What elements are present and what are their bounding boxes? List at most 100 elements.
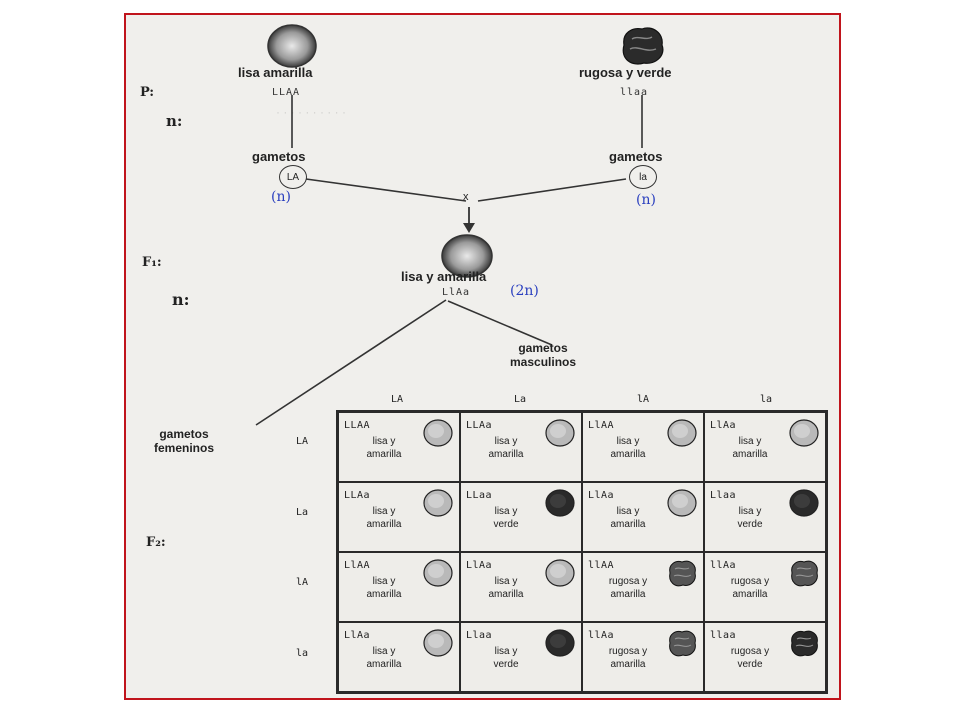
punnett-cell: LlAa lisa y amarilla [460,552,582,622]
parent-left-phenotype: lisa amarilla [238,65,313,80]
cell-genotype: llAA [588,560,615,571]
cell-phenotype: lisa y amarilla [488,576,524,600]
cell-genotype: LlAa [588,490,615,501]
cell-genotype: llAa [710,560,737,571]
punnett-row-header: lA [296,577,309,588]
gametes-right-label: gametos [609,149,663,164]
smooth-yellow-pea-icon [422,488,454,518]
punnett-cell: LLAa lisa y amarilla [338,482,460,552]
punnett-cell: LlAa lisa y amarilla [338,622,460,692]
cell-phenotype: rugosa y verde [730,646,770,670]
punnett-col-header: La [514,394,527,405]
cell-genotype: Llaa [710,490,737,501]
cell-phenotype: lisa y amarilla [610,436,646,460]
f2-generation-label: F₂: [146,535,166,550]
punnett-cell: llAA rugosa y amarilla [582,552,704,622]
cell-genotype: LLAa [344,490,371,501]
punnett-cell: llAa rugosa y amarilla [704,552,826,622]
cell-phenotype: lisa y amarilla [366,646,402,670]
smooth-yellow-pea-icon [422,418,454,448]
cell-phenotype: rugosa y amarilla [730,576,770,600]
punnett-cell: llAa rugosa y amarilla [582,622,704,692]
punnett-row-header: La [296,506,309,518]
gamete-right-note: (n) [636,192,656,208]
cell-genotype: LLAa [466,420,493,431]
smooth-yellow-pea-icon [666,488,698,518]
bleed-through-text: · · · · · · · · · · [276,105,346,119]
parental-generation-label: P: [140,85,155,100]
smooth-green-pea-icon [544,488,576,518]
cell-genotype: LlAA [588,420,615,431]
smooth-yellow-pea-icon [544,558,576,588]
parent-left-genotype: LLAA [272,87,301,98]
f1-genotype: LlAa [442,287,471,298]
f1-smooth-yellow-pea-icon [440,233,494,279]
cell-phenotype: lisa y amarilla [488,436,524,460]
punnett-col-header: LA [391,394,404,405]
connector-lines [255,95,643,426]
diagram-frame: · · · · · · · · · · lisa amarilla LLAA r… [124,13,841,700]
f1-phenotype: lisa y amarilla [401,269,487,284]
gamete-right-circle: la [629,165,657,189]
gamete-left-note: (n) [271,189,291,205]
punnett-cell: LlAA lisa y amarilla [338,552,460,622]
f1-haploid-label: n: [172,290,190,309]
smooth-yellow-pea-icon [544,418,576,448]
punnett-cell: LlAa lisa y amarilla [704,412,826,482]
cell-phenotype: rugosa y amarilla [608,646,648,670]
punnett-cell: LlAa lisa y amarilla [582,482,704,552]
smooth-green-pea-icon [544,628,576,658]
cell-phenotype: lisa y amarilla [366,576,402,600]
punnett-row-header: la [296,647,309,659]
smooth-yellow-pea-icon [266,23,318,69]
wrinkled-yellow-pea-icon [788,558,820,588]
gametes-left-label: gametos [252,149,306,164]
female-gametes-label: gametos femeninos [154,427,215,455]
cell-genotype: LlAA [344,560,371,571]
cell-phenotype: lisa y amarilla [366,436,402,460]
smooth-yellow-pea-icon [788,418,820,448]
cell-genotype: LlAa [466,560,493,571]
punnett-cell: LlAA lisa y amarilla [582,412,704,482]
punnett-col-header: lA [637,394,650,405]
gamete-left-circle: LA [279,165,307,189]
cell-phenotype: lisa y verde [737,506,763,530]
f1-generation-label: F₁: [142,255,162,270]
cell-phenotype: lisa y verde [493,646,519,670]
cell-phenotype: lisa y amarilla [732,436,768,460]
cell-genotype: LLaa [466,490,493,501]
haploid-label: n: [166,112,183,130]
wrinkled-green-pea-icon [616,23,668,67]
male-gametes-label: gametos masculinos [510,341,577,369]
cross-symbol: x [463,191,469,203]
smooth-yellow-pea-icon [422,628,454,658]
cell-genotype: llAa [588,630,615,641]
wrinkled-green-pea-icon [788,628,820,658]
cell-genotype: LLAA [344,420,371,431]
parent-right-genotype: llaa [620,87,649,98]
cell-genotype: LlAa [710,420,737,431]
smooth-yellow-pea-icon [666,418,698,448]
punnett-cell: LLAa lisa y amarilla [460,412,582,482]
cell-genotype: llaa [710,630,737,641]
cell-phenotype: lisa y amarilla [366,506,402,530]
cell-phenotype: lisa y verde [493,506,519,530]
parent-right-phenotype: rugosa y verde [579,65,672,80]
punnett-row-header: LA [296,436,309,447]
punnett-cell: llaa rugosa y verde [704,622,826,692]
punnett-cell: LLAA lisa y amarilla [338,412,460,482]
cell-genotype: LlAa [344,630,371,641]
smooth-green-pea-icon [788,488,820,518]
cell-phenotype: lisa y amarilla [610,506,646,530]
wrinkled-yellow-pea-icon [666,558,698,588]
smooth-yellow-pea-icon [422,558,454,588]
punnett-col-header: la [760,394,773,405]
f1-ploidy-note: (2n) [510,283,539,299]
wrinkled-yellow-pea-icon [666,628,698,658]
cell-genotype: Llaa [466,630,493,641]
cell-phenotype: rugosa y amarilla [608,576,648,600]
